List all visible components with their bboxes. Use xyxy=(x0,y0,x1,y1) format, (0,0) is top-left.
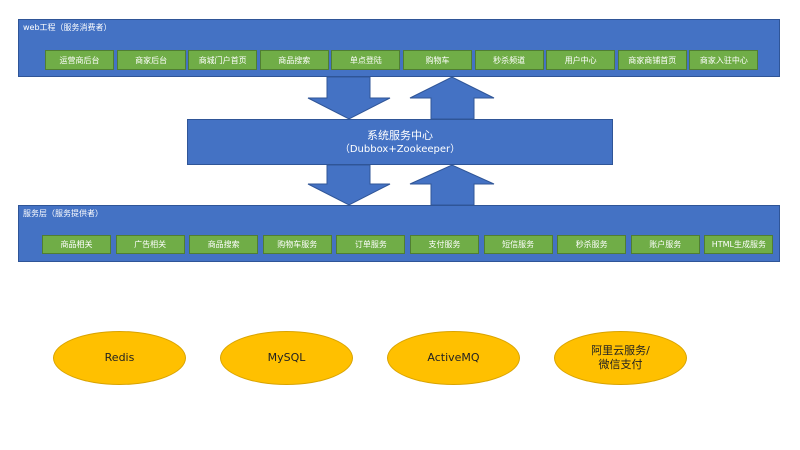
arrow-down-upper xyxy=(307,76,391,120)
web-layer-button-9[interactable]: 商家商铺首页 xyxy=(617,50,687,70)
aliyun-wechat-pay-node: 阿里云服务/微信支付 xyxy=(554,331,687,385)
service-layer-button-3[interactable]: 商品搜索 xyxy=(189,235,259,254)
web-layer-button-8[interactable]: 用户中心 xyxy=(546,50,616,70)
system-center-subtitle: （Dubbox+Zookeeper） xyxy=(339,143,461,155)
service-layer-button-8[interactable]: 秒杀服务 xyxy=(557,235,627,254)
service-layer-button-7[interactable]: 短信服务 xyxy=(483,235,553,254)
web-layer-title: web工程（服务消费者） xyxy=(23,23,112,32)
aliyun-wechat-pay-node-label-line: 阿里云服务/ xyxy=(591,344,650,357)
service-layer-button-9[interactable]: 账户服务 xyxy=(630,235,700,254)
web-layer-button-10[interactable]: 商家入驻中心 xyxy=(689,50,759,70)
web-layer-button-3[interactable]: 商城门户首页 xyxy=(188,50,258,70)
web-layer-button-7[interactable]: 秒杀频道 xyxy=(474,50,544,70)
web-layer-button-row: 运营商后台商家后台商城门户首页商品搜索单点登陆购物车秒杀频道用户中心商家商铺首页… xyxy=(19,20,779,76)
service-layer-button-6[interactable]: 支付服务 xyxy=(410,235,479,254)
activemq-node-label-line: ActiveMQ xyxy=(427,351,480,364)
web-layer-button-6[interactable]: 购物车 xyxy=(403,50,472,70)
web-layer-button-2[interactable]: 商家后台 xyxy=(116,50,186,70)
web-layer-button-5[interactable]: 单点登陆 xyxy=(331,50,401,70)
service-layer-button-2[interactable]: 广告相关 xyxy=(115,235,185,254)
system-center-title: 系统服务中心 xyxy=(367,128,433,142)
service-layer-button-10[interactable]: HTML生成服务 xyxy=(704,235,774,254)
service-layer-button-5[interactable]: 订单服务 xyxy=(336,235,406,254)
mysql-node: MySQL xyxy=(220,331,353,385)
service-layer-button-1[interactable]: 商品相关 xyxy=(42,235,111,254)
aliyun-wechat-pay-node-label-line: 微信支付 xyxy=(598,358,643,371)
service-layer-panel: 服务层（服务提供者） 商品相关广告相关商品搜索购物车服务订单服务支付服务短信服务… xyxy=(18,205,780,262)
mysql-node-label-line: MySQL xyxy=(267,351,306,364)
web-layer-panel: web工程（服务消费者） 运营商后台商家后台商城门户首页商品搜索单点登陆购物车秒… xyxy=(18,19,780,77)
redis-node: Redis xyxy=(53,331,186,385)
arrow-down-lower xyxy=(307,164,391,206)
arrow-up-lower xyxy=(409,164,495,206)
system-service-center: 系统服务中心 （Dubbox+Zookeeper） xyxy=(187,119,613,165)
redis-node-label-line: Redis xyxy=(104,351,135,364)
web-layer-button-1[interactable]: 运营商后台 xyxy=(45,50,114,70)
web-layer-button-4[interactable]: 商品搜索 xyxy=(259,50,329,70)
arrow-up-upper xyxy=(409,76,495,120)
service-layer-title: 服务层（服务提供者） xyxy=(23,209,103,218)
activemq-node: ActiveMQ xyxy=(387,331,520,385)
service-layer-button-4[interactable]: 购物车服务 xyxy=(262,235,332,254)
